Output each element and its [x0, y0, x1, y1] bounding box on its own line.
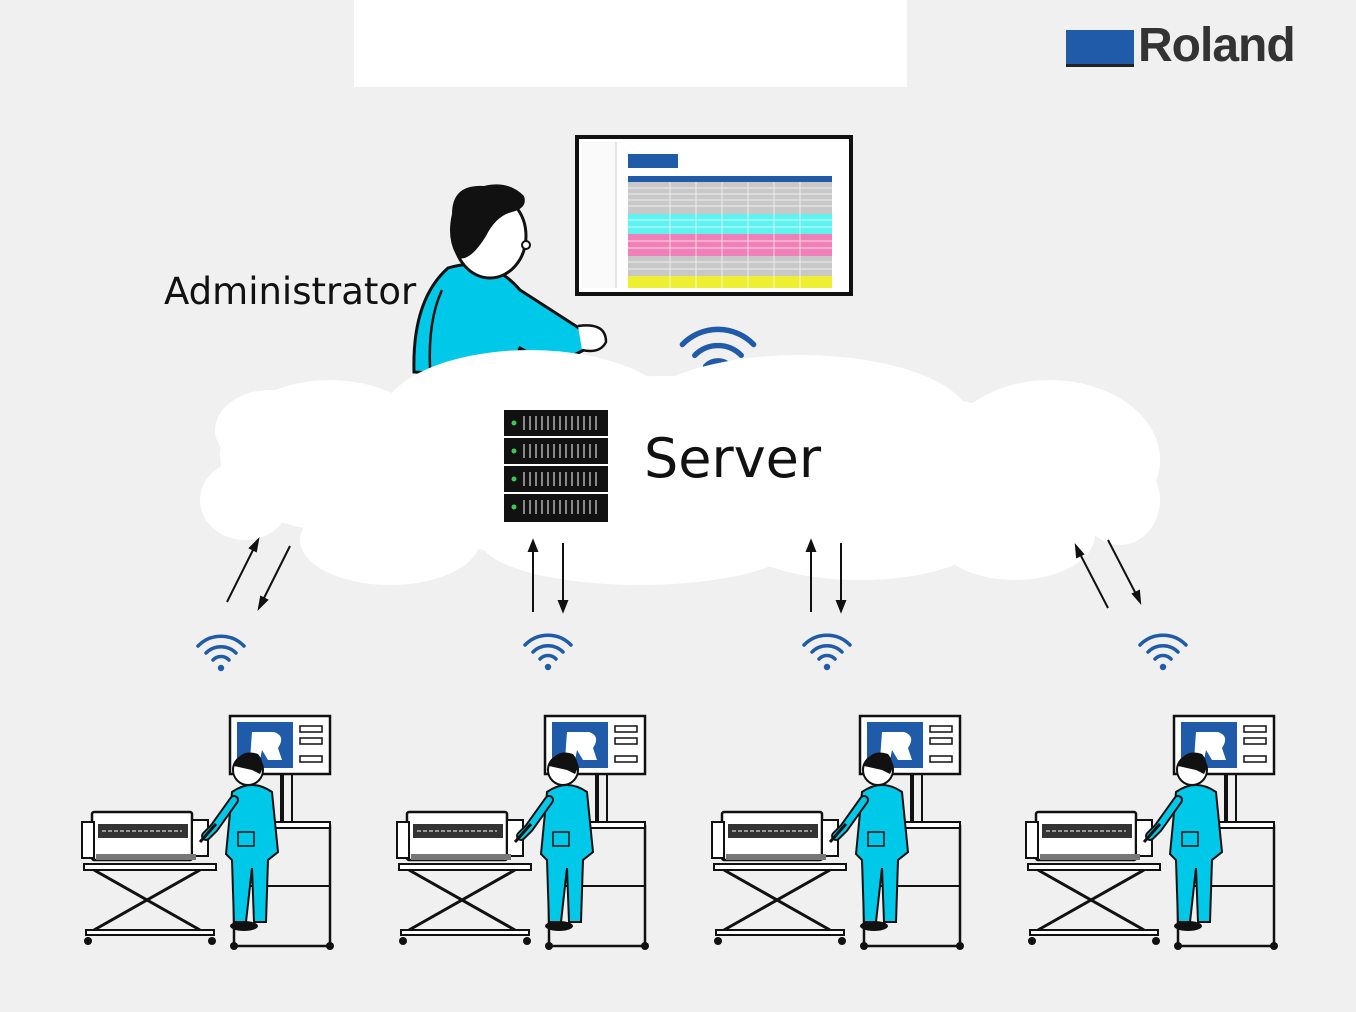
bidirectional-arrow-icon: [805, 538, 847, 614]
wifi-icon: [1138, 633, 1188, 672]
server-label: Server: [644, 427, 822, 490]
spreadsheet-monitor-icon: [575, 135, 853, 296]
wifi-icon: [802, 633, 852, 672]
operator-at-printer-icon: [82, 716, 334, 950]
operator-at-printer-icon: [397, 716, 649, 950]
roland-logo: Roland: [1066, 19, 1311, 72]
administrator-label: Administrator: [164, 270, 417, 313]
bidirectional-arrow-icon: [527, 538, 569, 614]
operator-at-printer-icon: [712, 716, 964, 950]
title-area: [354, 0, 907, 87]
bidirectional-arrow-icon: [226, 537, 291, 611]
bidirectional-arrow-icon: [1074, 539, 1142, 609]
wifi-icon: [523, 633, 573, 672]
wifi-icon: [196, 634, 246, 673]
operator-at-printer-icon: [1026, 716, 1278, 950]
server-rack-icon: [504, 410, 608, 522]
logo-bar: [1066, 30, 1134, 67]
logo-text: Roland: [1138, 19, 1296, 72]
administrator-icon: [412, 184, 608, 380]
